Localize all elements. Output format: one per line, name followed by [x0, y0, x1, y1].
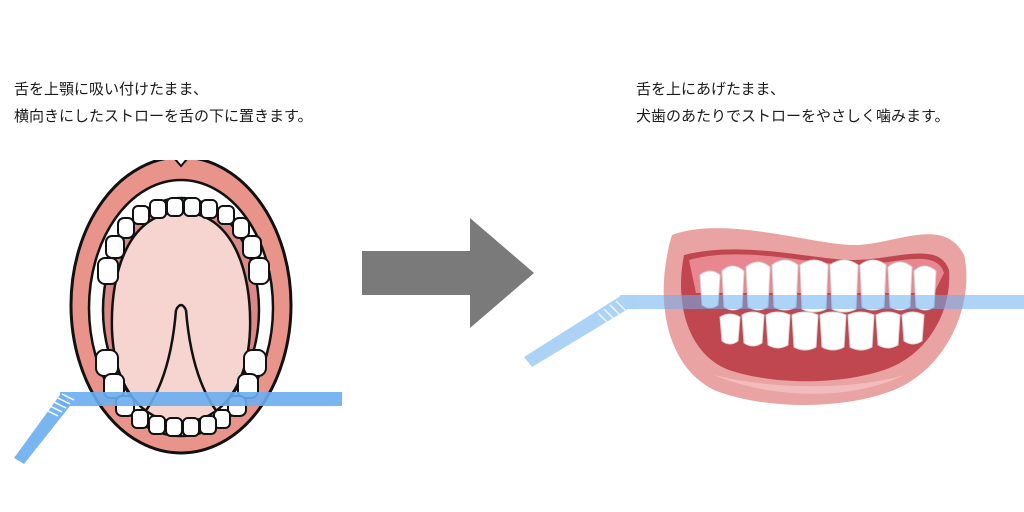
open-mouth-illustration — [14, 160, 342, 464]
left-caption-line1: 舌を上顎に吸い付けたまま、 — [14, 80, 208, 98]
right-caption-line1: 舌を上にあげたまま、 — [636, 80, 785, 98]
tongue-underside — [110, 210, 252, 424]
lower-teeth — [95, 349, 267, 437]
straw-right — [524, 295, 1024, 367]
right-caption: 舌を上にあげたまま、 犬歯のあたりでストローをやさしく噛みます。 — [636, 76, 950, 130]
left-caption: 舌を上顎に吸い付けたまま、 横向きにしたストローを舌の下に置きます。 — [14, 76, 313, 130]
lower-teeth-smile — [719, 311, 925, 351]
straw-left — [14, 392, 342, 464]
left-caption-line2: 横向きにしたストローを舌の下に置きます。 — [14, 107, 313, 125]
right-caption-line2: 犬歯のあたりでストローをやさしく噛みます。 — [636, 107, 950, 125]
upper-teeth — [97, 197, 270, 285]
right-arrow-icon — [362, 218, 534, 328]
smiling-mouth-illustration — [524, 228, 1024, 405]
